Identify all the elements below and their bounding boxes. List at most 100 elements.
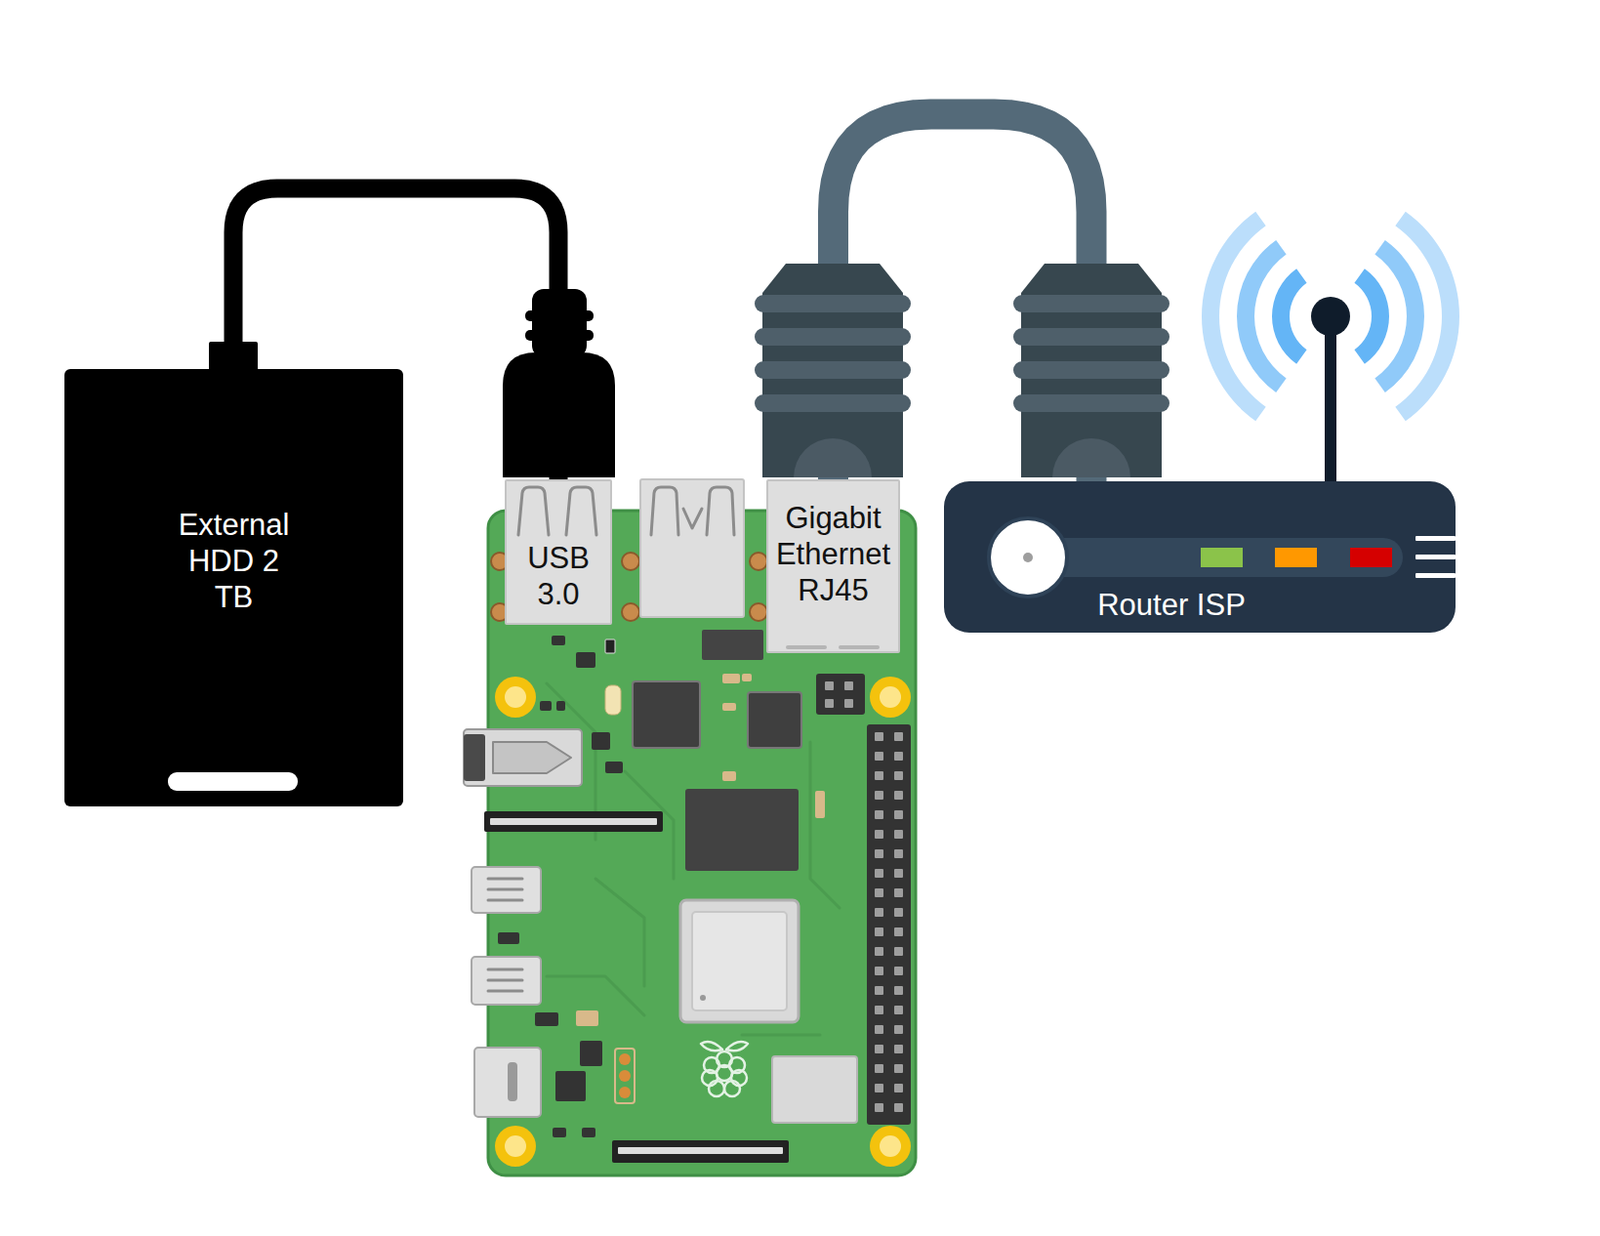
gpio-pin: [874, 751, 884, 761]
gpio-pin: [894, 985, 903, 995]
wifi-wave: [1374, 240, 1425, 393]
gpio-pin: [874, 985, 884, 995]
camera-connector-strip: [490, 818, 657, 825]
gpio-pin: [874, 1064, 884, 1073]
rj45-plug-rib: [754, 294, 911, 313]
raspberry-logo: [700, 1041, 748, 1097]
micro-hdmi-port: [471, 866, 541, 913]
solder-pad: [621, 603, 640, 621]
pcb-trace: [741, 1033, 821, 1037]
gpio-pin: [894, 1103, 903, 1112]
smd-component: [815, 790, 825, 819]
chip: [632, 681, 700, 748]
smd-component: [575, 652, 596, 668]
jumper-pin: [844, 698, 854, 708]
wifi-wave: [1201, 211, 1267, 422]
gpio-pin: [874, 868, 884, 878]
router-vent: [1415, 554, 1456, 560]
wifi-antenna: [1201, 211, 1460, 485]
smd-component: [555, 1070, 586, 1102]
smd-component: [741, 673, 752, 682]
smd-component: [534, 1012, 559, 1026]
gpio-pin: [874, 1044, 884, 1054]
gpio-pin: [894, 732, 903, 741]
status-led: [1200, 547, 1243, 568]
smd-component: [722, 702, 737, 711]
gpio-pin: [894, 849, 903, 859]
gpio-pin: [894, 829, 903, 839]
jumper-pin: [844, 681, 854, 691]
mounting-hole: [494, 1125, 536, 1167]
router-button-dot: [1023, 552, 1033, 563]
gpio-pin: [894, 1044, 903, 1054]
rj45-plug-rib: [754, 361, 911, 379]
chip: [747, 692, 802, 748]
gpio-pin: [894, 907, 903, 917]
usb-plug-body: [502, 352, 616, 478]
mounting-hole: [869, 1125, 911, 1167]
usb-c-tongue: [507, 1062, 518, 1102]
smd-component: [575, 1010, 599, 1026]
usb-plug-neck: [532, 288, 587, 358]
rj45-plug-latch: [1052, 438, 1131, 478]
crystal: [605, 685, 621, 715]
rj45-plug-latch: [793, 438, 872, 478]
jumper-pin: [824, 698, 834, 708]
wifi-wave: [1271, 268, 1308, 365]
wifi-wave: [1353, 268, 1390, 365]
gpio-pin: [874, 946, 884, 956]
gpio-pin: [894, 751, 903, 761]
gpio-pin: [894, 927, 903, 937]
gpio-pin: [894, 1005, 903, 1015]
box-label: Gigabit Ethernet RJ45: [771, 499, 896, 610]
micro-hdmi-port: [471, 956, 541, 1005]
box-label: External HDD 2 TB: [172, 506, 295, 616]
chip: [701, 629, 764, 660]
antenna-tip: [1311, 296, 1351, 336]
rj45-plug-rib: [754, 328, 911, 346]
gpio-pin: [894, 790, 903, 800]
gpio-pin: [894, 966, 903, 976]
gpio-pin: [874, 966, 884, 976]
router-box: Router ISP: [943, 481, 1456, 633]
hdd-cable-tab: [208, 341, 258, 371]
gpio-pin: [874, 888, 884, 898]
chip: [685, 788, 799, 871]
mounting-hole: [869, 676, 911, 718]
usb-plug-ridge: [525, 310, 594, 322]
gpio-pin: [874, 1103, 884, 1112]
solder-pad: [749, 552, 768, 571]
smd-component: [605, 639, 616, 654]
box-label: Router ISP: [1097, 586, 1246, 623]
smd-component: [722, 771, 737, 781]
soc-dot: [699, 994, 706, 1001]
wifi-wave: [1394, 211, 1460, 422]
pcb-trace: [595, 878, 645, 986]
gpio-pin: [894, 771, 903, 780]
usb-contact: [518, 487, 549, 535]
smd-component: [605, 761, 623, 774]
gpio-pin: [874, 1005, 884, 1015]
status-led: [1274, 547, 1317, 568]
smd-component: [556, 700, 566, 711]
audio-jack-body: [492, 741, 572, 774]
usb-contact: [566, 487, 597, 535]
gold-pad: [618, 1053, 631, 1066]
gpio-pin: [894, 1064, 903, 1073]
audio-jack: [463, 729, 582, 786]
smd-component: [497, 932, 520, 944]
mounting-hole: [494, 676, 536, 718]
gpio-pin: [894, 868, 903, 878]
solder-pad: [749, 603, 768, 621]
gpio-pin: [894, 1025, 903, 1034]
usb-contact: [683, 508, 702, 529]
box-label: USB 3.0: [509, 539, 608, 613]
mounting-hole-center: [879, 686, 902, 708]
soc-chip: [680, 900, 799, 1023]
jumper-pin: [824, 681, 834, 691]
status-led: [1350, 547, 1393, 568]
rj45-plug-rib: [1013, 394, 1170, 412]
wifi-wave: [1236, 240, 1287, 393]
ethernet-port: Gigabit Ethernet RJ45: [766, 479, 901, 654]
